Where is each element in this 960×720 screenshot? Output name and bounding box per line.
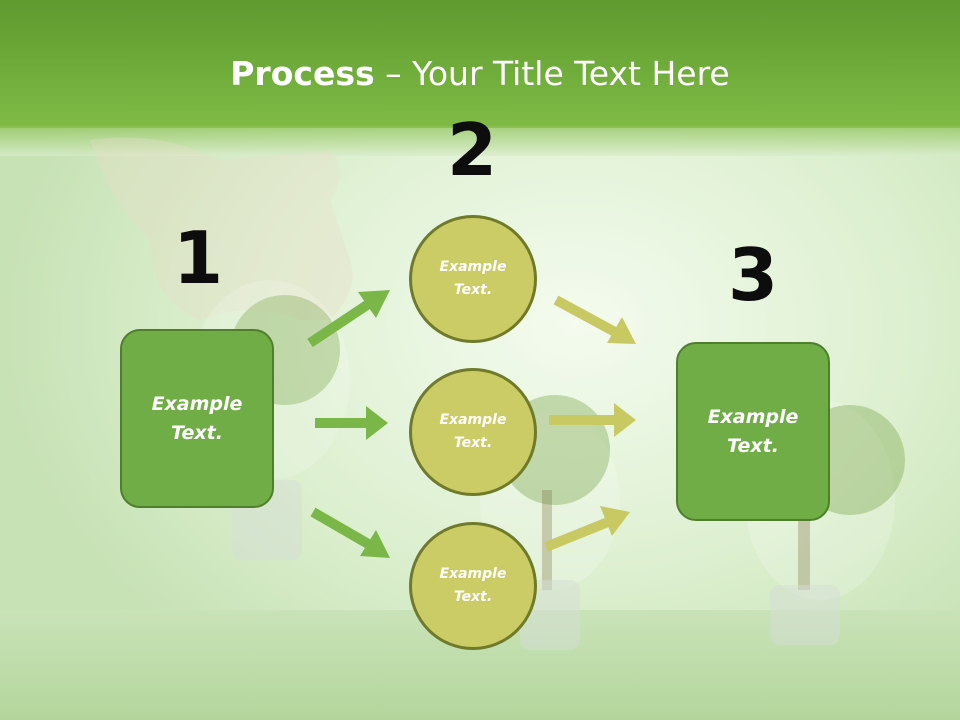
step-number-3: 3 xyxy=(727,233,779,317)
step-2-circle-bottom[interactable]: Example Text. xyxy=(409,522,537,650)
step-number-1: 1 xyxy=(172,216,224,300)
circle-bottom-text: Example Text. xyxy=(439,566,507,605)
title-bold: Process xyxy=(230,54,375,93)
slide-title: Process – Your Title Text Here xyxy=(0,52,960,96)
step-1-box[interactable]: Example Text. xyxy=(120,329,274,508)
arrow-left-to-middle xyxy=(315,406,388,440)
arrow-top-to-right xyxy=(553,295,636,344)
step-3-box-text: Example Text. xyxy=(707,405,799,457)
arrow-left-to-bottom xyxy=(310,507,390,558)
step-3-box[interactable]: Example Text. xyxy=(676,342,830,521)
step-1-box-text: Example Text. xyxy=(151,392,243,444)
circle-middle-text: Example Text. xyxy=(439,412,507,451)
arrow-middle-to-right xyxy=(549,403,636,437)
step-2-circle-middle[interactable]: Example Text. xyxy=(409,368,537,496)
title-rest: – Your Title Text Here xyxy=(374,54,730,93)
arrow-left-to-top xyxy=(307,290,390,348)
circle-top-text: Example Text. xyxy=(439,259,507,298)
step-number-2: 2 xyxy=(446,108,498,192)
step-2-circle-top[interactable]: Example Text. xyxy=(409,215,537,343)
arrow-bottom-to-right xyxy=(544,506,630,552)
